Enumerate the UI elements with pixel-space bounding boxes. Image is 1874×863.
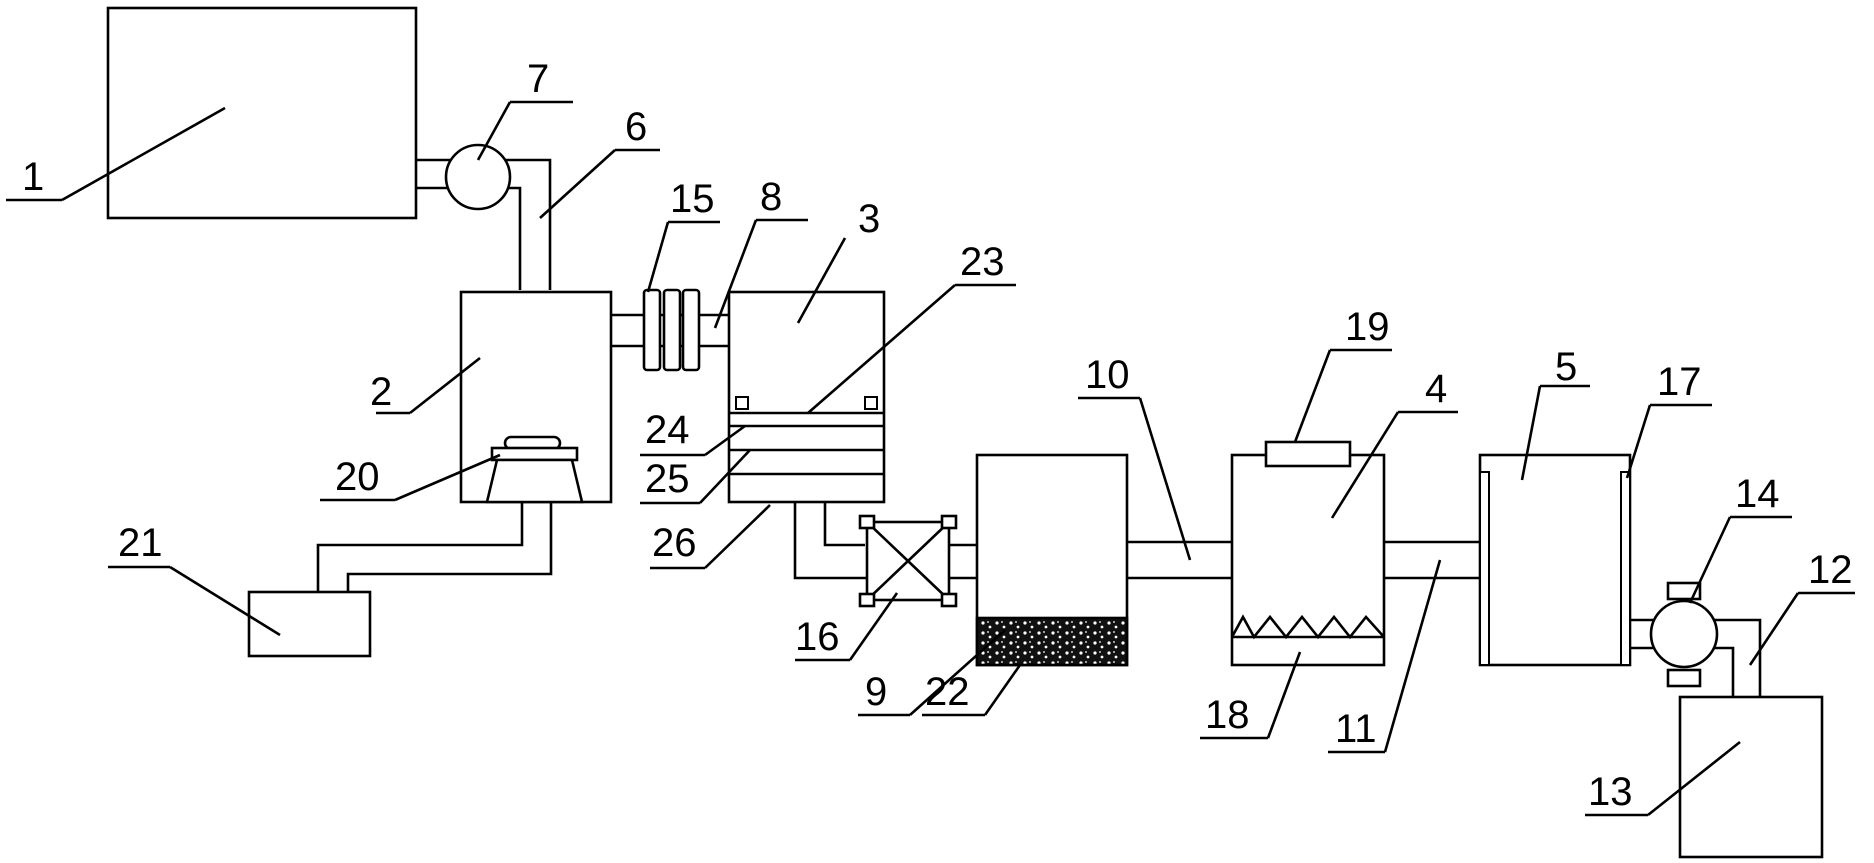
pump-14 <box>1649 581 1719 688</box>
label-11: 11 <box>1335 707 1377 751</box>
label-14: 14 <box>1735 472 1780 516</box>
tank-21 <box>247 590 372 658</box>
label-12: 12 <box>1808 548 1853 592</box>
label-26: 26 <box>652 521 697 565</box>
unit-5 <box>1478 453 1632 667</box>
label-24: 24 <box>645 408 690 452</box>
pipe-6 <box>416 158 552 290</box>
label-2: 2 <box>370 370 392 414</box>
pipe-10 <box>1127 540 1232 580</box>
label-21: 21 <box>118 521 163 565</box>
label-25: 25 <box>645 457 690 501</box>
tank-1 <box>106 6 418 220</box>
label-1: 1 <box>22 155 44 199</box>
flange-15 <box>642 288 701 372</box>
label-5: 5 <box>1555 345 1577 389</box>
label-17: 17 <box>1657 360 1702 404</box>
pump-7 <box>444 143 512 211</box>
label-10: 10 <box>1085 353 1130 397</box>
liner-17 <box>1479 471 1490 666</box>
device-20 <box>485 435 584 504</box>
label-22: 22 <box>925 670 970 714</box>
label-3: 3 <box>858 197 880 241</box>
label-23: 23 <box>960 240 1005 284</box>
unit-3 <box>727 290 886 504</box>
tank-13 <box>1678 695 1824 859</box>
label-20: 20 <box>335 455 380 499</box>
label-16: 16 <box>795 615 840 659</box>
label-9: 9 <box>865 670 887 714</box>
label-15: 15 <box>670 177 715 221</box>
device-19 <box>1264 440 1352 468</box>
label-8: 8 <box>760 175 782 219</box>
label-19: 19 <box>1345 305 1390 349</box>
valve-16 <box>858 514 958 608</box>
label-13: 13 <box>1588 770 1633 814</box>
label-4: 4 <box>1425 367 1447 411</box>
label-7: 7 <box>527 57 549 101</box>
label-6: 6 <box>625 105 647 149</box>
pipe-2-21 <box>316 502 553 592</box>
pipe-11 <box>1384 540 1480 580</box>
unit-4 <box>1230 453 1386 667</box>
pipe-12 <box>1630 618 1762 697</box>
media-22 <box>975 616 1129 667</box>
plate-18 <box>1230 614 1385 640</box>
label-18: 18 <box>1205 693 1250 737</box>
